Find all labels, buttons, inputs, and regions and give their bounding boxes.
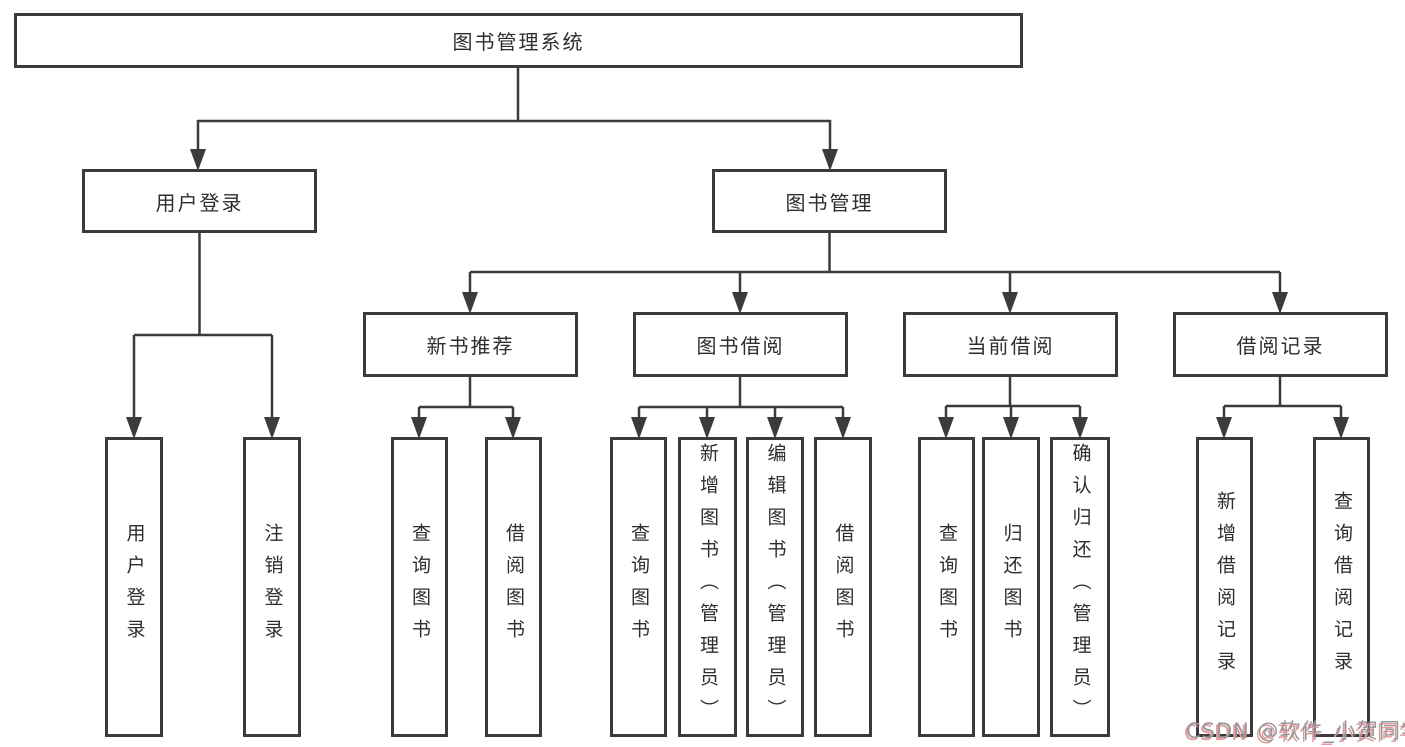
leaf-borrow-books-label: 借阅图书 bbox=[832, 523, 855, 651]
leaf-borrow-books-recommend-label: 借阅图书 bbox=[503, 523, 525, 651]
leaf-query-books-current: 查询图书 bbox=[918, 437, 975, 737]
leaf-edit-books-admin-label: 编辑图书（管理员） bbox=[764, 443, 787, 731]
leaf-user-login-label: 用户登录 bbox=[123, 523, 146, 651]
csdn-watermark: CSDN @软件_小贺同学 bbox=[1186, 719, 1405, 743]
leaf-add-books-admin-label: 新增图书（管理员） bbox=[697, 443, 719, 731]
leaf-query-borrow-record-label: 查询借阅记录 bbox=[1331, 491, 1353, 683]
leaf-query-books-current-label: 查询图书 bbox=[936, 523, 958, 651]
node-borrowing-records-label: 借阅记录 bbox=[1236, 334, 1325, 358]
leaf-query-books-recommend: 查询图书 bbox=[391, 437, 448, 737]
leaf-confirm-return-admin-label: 确认归还（管理员） bbox=[1069, 443, 1092, 731]
node-user-login: 用户登录 bbox=[82, 169, 317, 233]
leaf-return-books: 归还图书 bbox=[982, 437, 1040, 737]
node-root-label: 图书管理系统 bbox=[452, 30, 585, 54]
node-book-borrowing-label: 图书借阅 bbox=[696, 334, 785, 358]
leaf-borrow-books-recommend: 借阅图书 bbox=[485, 437, 542, 737]
leaf-query-books-borrowing: 查询图书 bbox=[610, 437, 667, 737]
node-root-system: 图书管理系统 bbox=[14, 13, 1023, 68]
leaf-query-books-recommend-label: 查询图书 bbox=[409, 523, 431, 651]
leaf-logout: 注销登录 bbox=[243, 437, 301, 737]
leaf-add-books-admin: 新增图书（管理员） bbox=[678, 437, 737, 737]
leaf-query-books-borrowing-label: 查询图书 bbox=[628, 523, 650, 651]
leaf-return-books-label: 归还图书 bbox=[1000, 523, 1023, 651]
node-current-borrowing: 当前借阅 bbox=[903, 312, 1118, 377]
node-current-borrowing-label: 当前借阅 bbox=[966, 334, 1055, 358]
node-new-book-recommend: 新书推荐 bbox=[363, 312, 578, 377]
leaf-add-borrow-record: 新增借阅记录 bbox=[1196, 437, 1253, 737]
node-borrowing-records: 借阅记录 bbox=[1173, 312, 1388, 377]
leaf-add-borrow-record-label: 新增借阅记录 bbox=[1214, 491, 1236, 683]
node-book-management-label: 图书管理 bbox=[785, 190, 874, 215]
node-book-management: 图书管理 bbox=[712, 169, 947, 233]
node-user-login-label: 用户登录 bbox=[155, 190, 244, 215]
leaf-borrow-books: 借阅图书 bbox=[814, 437, 872, 737]
leaf-user-login: 用户登录 bbox=[105, 437, 163, 737]
node-new-book-recommend-label: 新书推荐 bbox=[426, 334, 515, 358]
leaf-confirm-return-admin: 确认归还（管理员） bbox=[1050, 437, 1110, 737]
leaf-edit-books-admin: 编辑图书（管理员） bbox=[746, 437, 804, 737]
node-book-borrowing: 图书借阅 bbox=[633, 312, 848, 377]
leaf-logout-label: 注销登录 bbox=[261, 523, 284, 651]
leaf-query-borrow-record: 查询借阅记录 bbox=[1313, 437, 1370, 737]
